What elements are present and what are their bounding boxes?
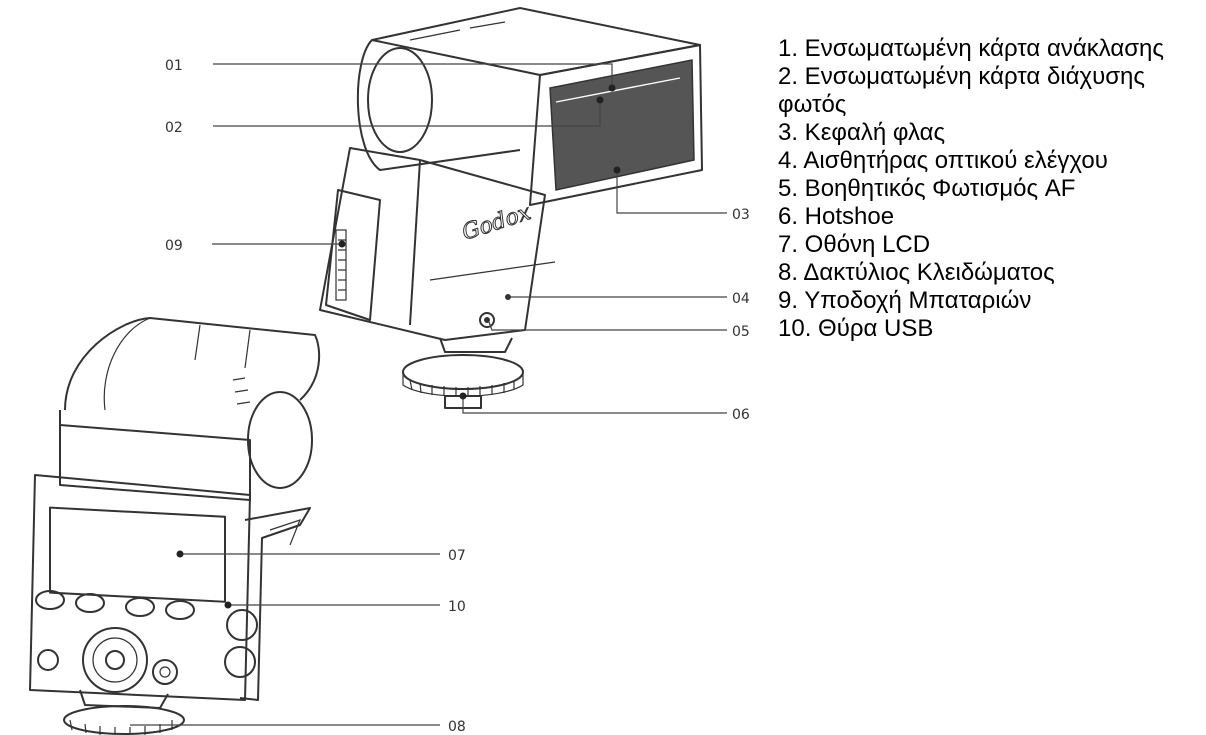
callout-numbers: 01 02 03 04 05 06 07 08 09 10 bbox=[165, 58, 750, 735]
callout-09: 09 bbox=[165, 238, 183, 254]
callout-01: 01 bbox=[165, 58, 183, 74]
lcd-screen bbox=[49, 506, 226, 603]
legend-item-5: 5. Βοηθητικός Φωτισμός AF bbox=[778, 175, 1076, 202]
optical-sensor bbox=[505, 294, 511, 300]
callout-08: 08 bbox=[448, 719, 466, 735]
lock-ring-back bbox=[63, 705, 185, 735]
lock-ring-front bbox=[402, 354, 524, 390]
back-flash bbox=[29, 317, 321, 735]
callout-10: 10 bbox=[448, 599, 466, 615]
parts-legend: 1. Ενσωματωμένη κάρτα ανάκλασης 2. Ενσωμ… bbox=[778, 35, 1198, 343]
function-buttons bbox=[35, 590, 195, 620]
flash-head-panel bbox=[549, 59, 695, 191]
control-dial bbox=[82, 627, 148, 693]
af-assist-light bbox=[479, 312, 495, 328]
callout-03: 03 bbox=[732, 207, 750, 223]
callout-06: 06 bbox=[732, 407, 750, 423]
legend-item-2: 2. Ενσωματωμένη κάρτα διάχυσης φωτός bbox=[778, 63, 1145, 118]
legend-item-9: 9. Υποδοχή Μπαταριών bbox=[778, 287, 1032, 314]
test-button bbox=[152, 659, 178, 685]
callout-05: 05 bbox=[732, 324, 750, 340]
legend-item-10: 10. Θύρα USB bbox=[778, 315, 934, 342]
legend-item-7: 7. Οθόνη LCD bbox=[778, 231, 931, 258]
callout-02: 02 bbox=[165, 120, 183, 136]
front-flash: Godox bbox=[319, 7, 703, 409]
legend-item-1: 1. Ενσωματωμένη κάρτα ανάκλασης bbox=[778, 35, 1164, 62]
callout-04: 04 bbox=[732, 291, 750, 307]
legend-item-3: 3. Κεφαλή φλας bbox=[778, 119, 946, 146]
flash-diagram: Godox bbox=[29, 7, 750, 735]
leader-lines bbox=[130, 63, 727, 726]
godox-logo: Godox bbox=[459, 200, 534, 246]
legend-item-6: 6. Hotshoe bbox=[778, 203, 895, 230]
callout-07: 07 bbox=[448, 548, 466, 564]
legend-item-8: 8. Δακτύλιος Κλειδώματος bbox=[778, 259, 1055, 286]
legend-item-4: 4. Αισθητήρας οπτικού ελέγχου bbox=[778, 147, 1108, 174]
